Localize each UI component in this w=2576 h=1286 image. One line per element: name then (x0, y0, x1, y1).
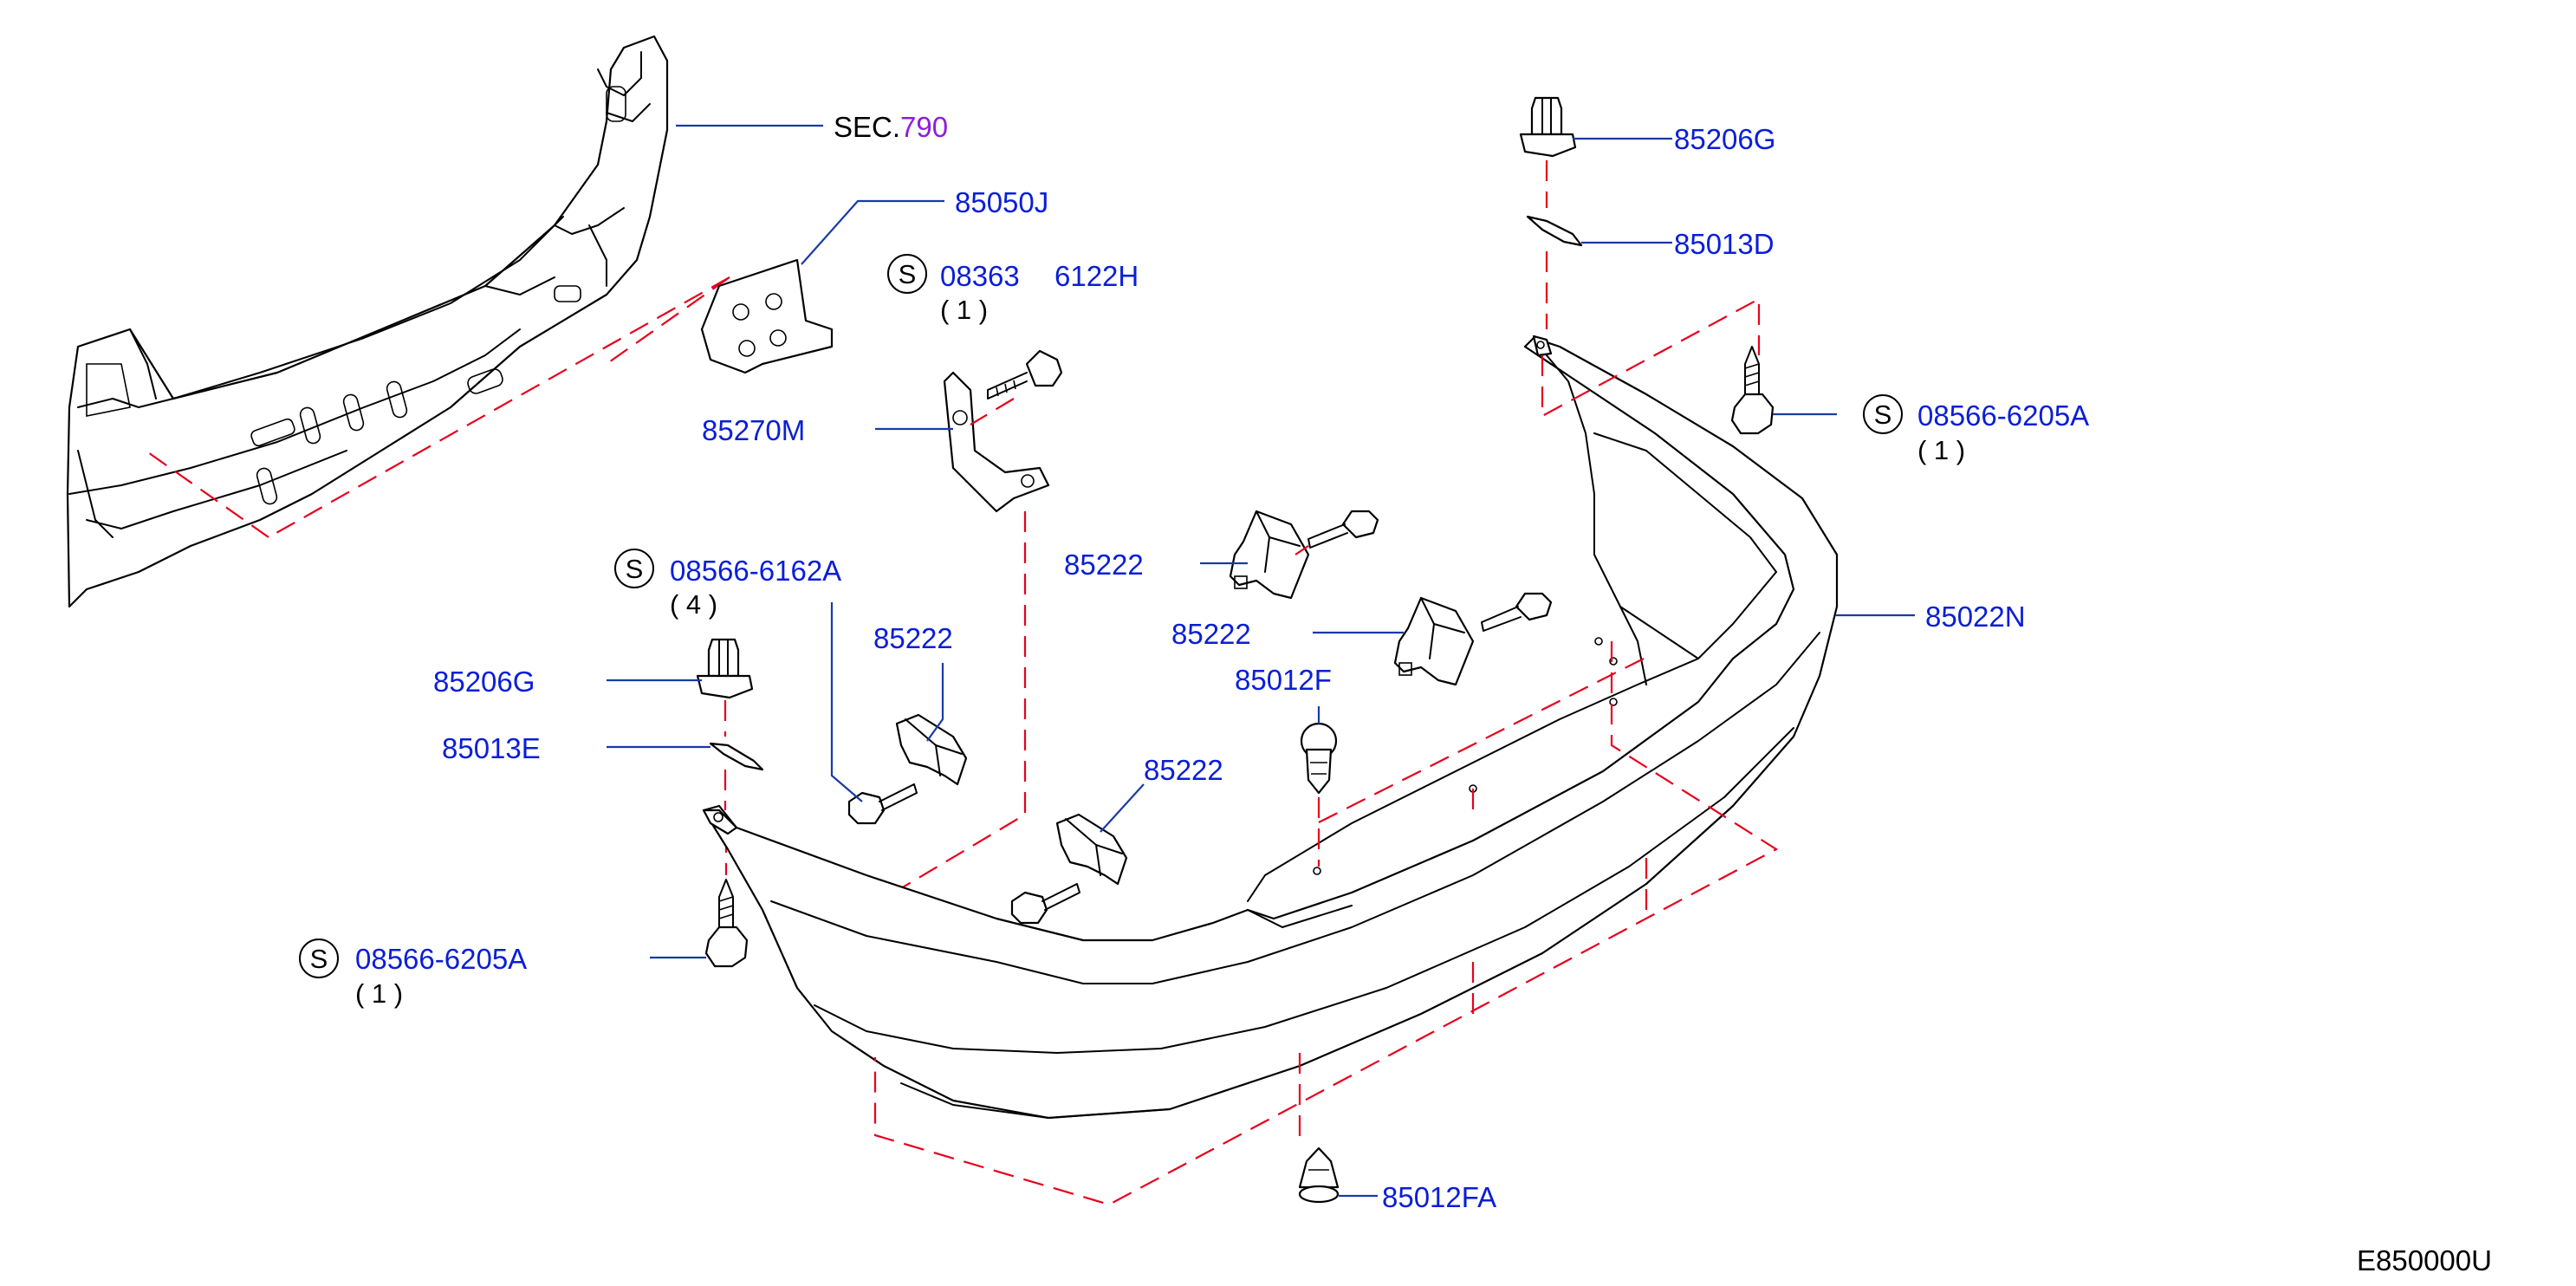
label-85270M: 85270M (702, 414, 805, 446)
label-85222-upper: 85222 (1064, 549, 1144, 581)
clip-85012FA[interactable] (1298, 1146, 1340, 1204)
label-85206G-left: 85206G (433, 666, 535, 698)
label-08363: 08363 (940, 260, 1020, 292)
bracket-85270M[interactable] (943, 371, 1050, 513)
bolt-6122H[interactable] (987, 349, 1063, 399)
label-08566-6205A-left: 08566-6205A (355, 943, 527, 975)
clip-85012F[interactable] (1300, 722, 1338, 795)
plate-85013E[interactable] (709, 742, 764, 771)
nut-85206G-right[interactable] (1519, 96, 1577, 158)
label-85222-lower: 85222 (1144, 754, 1223, 786)
qty-08363: ( 1 ) (940, 295, 988, 325)
qty-6205A-left: ( 1 ) (355, 978, 403, 1009)
label-85012F: 85012F (1235, 664, 1332, 696)
label-85013D: 85013D (1674, 228, 1775, 260)
bolt-08566-6205A-left[interactable] (704, 879, 749, 968)
standard-part-symbol (887, 254, 927, 294)
rear-body-panel[interactable] (66, 35, 669, 608)
label-6122H: 6122H (1054, 260, 1139, 292)
label-85050J: 85050J (955, 186, 1048, 218)
bolt-85222-lower[interactable] (1010, 883, 1080, 925)
clip-85222-lower[interactable] (1055, 813, 1128, 886)
label-sec-790: SEC.790 (834, 111, 948, 143)
label-85206G-right: 85206G (1674, 123, 1775, 155)
sec-number: 790 (900, 111, 948, 143)
bolt-85222-mid-right[interactable] (1481, 592, 1553, 632)
standard-part-symbol (299, 939, 339, 978)
qty-6205A-right: ( 1 ) (1917, 435, 1965, 465)
bolt-08566-6205A-right[interactable] (1730, 346, 1775, 435)
standard-part-s: S (626, 554, 644, 584)
standard-part-s: S (899, 259, 917, 289)
qty-6162A: ( 4 ) (670, 589, 717, 620)
label-85022N: 85022N (1925, 601, 2026, 633)
standard-part-s: S (1874, 399, 1892, 430)
plate-85013D[interactable] (1526, 215, 1583, 247)
clip-85222-mid-right[interactable] (1393, 596, 1475, 686)
bolt-85222-left[interactable] (847, 783, 918, 825)
rear-bumper-85022N[interactable] (702, 334, 1839, 1120)
clip-85222-upper[interactable] (1229, 510, 1310, 600)
nut-85206G-left[interactable] (696, 638, 754, 699)
clip-85222-left[interactable] (895, 713, 968, 786)
diagram-code: E850000U (2357, 1244, 2492, 1276)
sec-prefix: SEC. (834, 111, 900, 143)
standard-part-symbol (1863, 394, 1903, 434)
label-85222-left: 85222 (873, 622, 953, 654)
label-85012FA: 85012FA (1382, 1181, 1496, 1213)
label-08566-6205A-right: 08566-6205A (1917, 399, 2089, 432)
standard-part-symbol (614, 549, 654, 588)
label-85222-mid: 85222 (1171, 618, 1251, 650)
label-08566-6162A: 08566-6162A (670, 555, 841, 587)
label-85013E: 85013E (442, 732, 541, 764)
bracket-85050J[interactable] (700, 258, 834, 374)
bolt-85222-upper[interactable] (1307, 510, 1379, 549)
standard-part-s: S (310, 944, 328, 974)
